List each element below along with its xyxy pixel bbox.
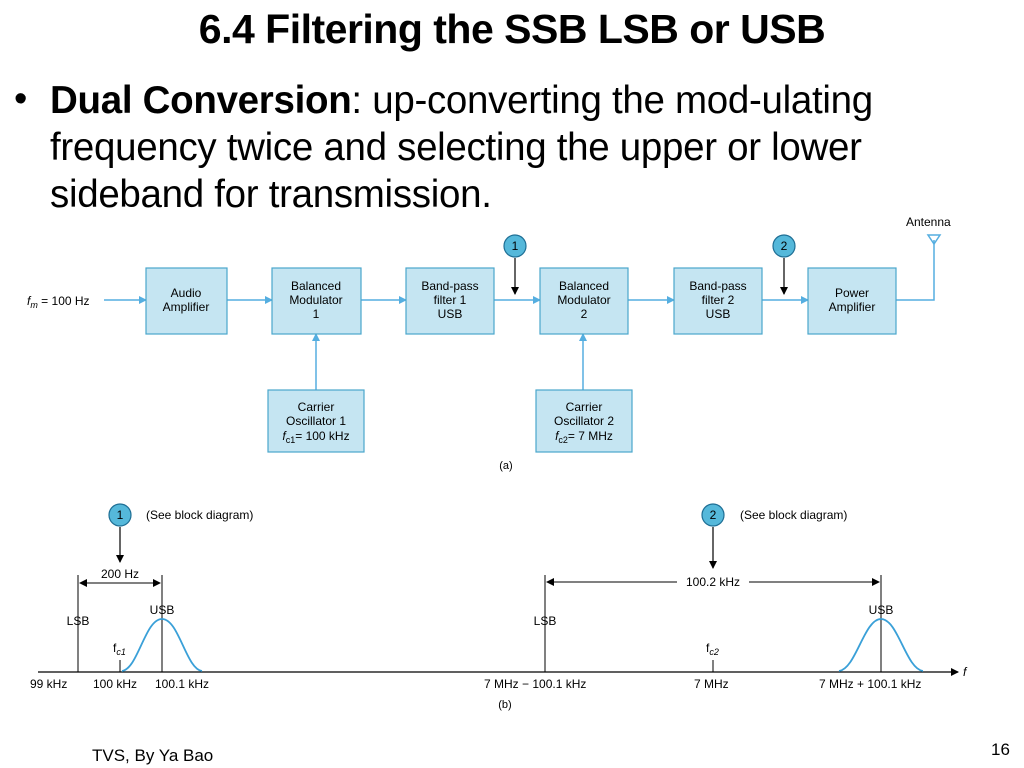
carrier-oscillator-1-block: Carrier Oscillator 1 fc1= 100 kHz xyxy=(267,389,365,453)
svg-text:Amplifier: Amplifier xyxy=(829,300,876,314)
balanced-modulator-2-block: Balanced Modulator 2 xyxy=(539,267,629,335)
svg-text:Carrier: Carrier xyxy=(566,400,603,414)
svg-text:Oscillator 2: Oscillator 2 xyxy=(554,414,614,428)
svg-text:1: 1 xyxy=(313,307,320,321)
bandpass-filter-2-block: Band-pass filter 2 USB xyxy=(673,267,763,335)
spectrum-diagram: f 1 (See block diagram) 2 (See block dia… xyxy=(30,503,968,711)
tick-100khz: 100 kHz xyxy=(93,677,137,691)
usb2-label: USB xyxy=(869,603,894,617)
see-block-diagram-1: (See block diagram) xyxy=(146,508,253,522)
antenna-icon xyxy=(926,234,942,246)
antenna-label: Antenna xyxy=(906,215,951,229)
svg-text:Balanced: Balanced xyxy=(291,279,341,293)
usb2-passband-curve xyxy=(838,618,924,672)
marker-2-top: 2 xyxy=(772,234,796,295)
svg-text:2: 2 xyxy=(781,239,788,253)
audio-amplifier-block: Audio Amplifier xyxy=(145,267,228,335)
slide-title: 6.4 Filtering the SSB LSB or USB xyxy=(198,6,826,52)
svg-text:Oscillator 1: Oscillator 1 xyxy=(286,414,346,428)
marker-2-bottom: 2 xyxy=(701,503,725,569)
usb1-label: USB xyxy=(150,603,175,617)
svg-text:Modulator: Modulator xyxy=(289,293,342,307)
caption-a: (a) xyxy=(499,460,512,472)
svg-text:Modulator: Modulator xyxy=(557,293,610,307)
svg-text:fc2= 7 MHz: fc2= 7 MHz xyxy=(555,429,613,445)
svg-text:Band-pass: Band-pass xyxy=(689,279,746,293)
svg-text:1: 1 xyxy=(117,508,124,522)
block-diagram: fm = 100 Hz Antenna Audio Amplifier Bala… xyxy=(27,215,951,472)
marker-1-bottom: 1 xyxy=(108,503,132,563)
usb1-passband-curve xyxy=(121,618,203,672)
svg-text:2: 2 xyxy=(710,508,717,522)
svg-text:Audio: Audio xyxy=(171,286,202,300)
bullet-dot: • xyxy=(14,78,28,120)
svg-text:Band-pass: Band-pass xyxy=(421,279,478,293)
svg-text:USB: USB xyxy=(438,307,463,321)
carrier-oscillator-2-block: Carrier Oscillator 2 fc2= 7 MHz xyxy=(535,389,633,453)
lsb1-label: LSB xyxy=(67,614,90,628)
caption-b: (b) xyxy=(498,699,511,711)
antenna-feed xyxy=(896,240,935,301)
span-200hz-label: 200 Hz xyxy=(101,567,139,581)
svg-text:USB: USB xyxy=(706,307,731,321)
span-100k-label: 100.2 kHz xyxy=(686,575,740,589)
footer-author: TVS, By Ya Bao xyxy=(92,746,214,765)
power-amplifier-block: Power Amplifier xyxy=(807,267,897,335)
bandpass-filter-1-block: Band-pass filter 1 USB xyxy=(405,267,495,335)
bullet-text: Dual Conversion: up-converting the mod-u… xyxy=(50,77,1015,218)
marker-1-top: 1 xyxy=(503,234,527,295)
see-block-diagram-2: (See block diagram) xyxy=(740,508,847,522)
fc2-label: fc2 xyxy=(706,641,719,657)
tick-99khz: 99 kHz xyxy=(30,677,67,691)
balanced-modulator-1-block: Balanced Modulator 1 xyxy=(271,267,362,335)
tick-100-1khz: 100.1 kHz xyxy=(155,677,209,691)
svg-text:Carrier: Carrier xyxy=(298,400,335,414)
fc1-label: fc1 xyxy=(113,641,126,657)
svg-text:Balanced: Balanced xyxy=(559,279,609,293)
svg-text:2: 2 xyxy=(581,307,588,321)
bullet-body: : up-converting the mod-ulating frequenc… xyxy=(50,79,873,216)
svg-text:filter 2: filter 2 xyxy=(702,293,735,307)
input-frequency-label: fm = 100 Hz xyxy=(27,294,90,310)
lsb2-label: LSB xyxy=(534,614,557,628)
page-number: 16 xyxy=(991,740,1010,759)
svg-text:Amplifier: Amplifier xyxy=(163,300,210,314)
tick-7mhz-minus: 7 MHz − 100.1 kHz xyxy=(484,677,586,691)
svg-text:filter 1: filter 1 xyxy=(434,293,467,307)
svg-text:fc1= 100 kHz: fc1= 100 kHz xyxy=(282,429,349,445)
svg-text:Power: Power xyxy=(835,286,869,300)
axis-f-label: f xyxy=(963,665,968,679)
tick-7mhz: 7 MHz xyxy=(694,677,729,691)
tick-7mhz-plus: 7 MHz + 100.1 kHz xyxy=(819,677,921,691)
svg-text:1: 1 xyxy=(512,239,519,253)
bullet-term: Dual Conversion xyxy=(50,79,352,122)
